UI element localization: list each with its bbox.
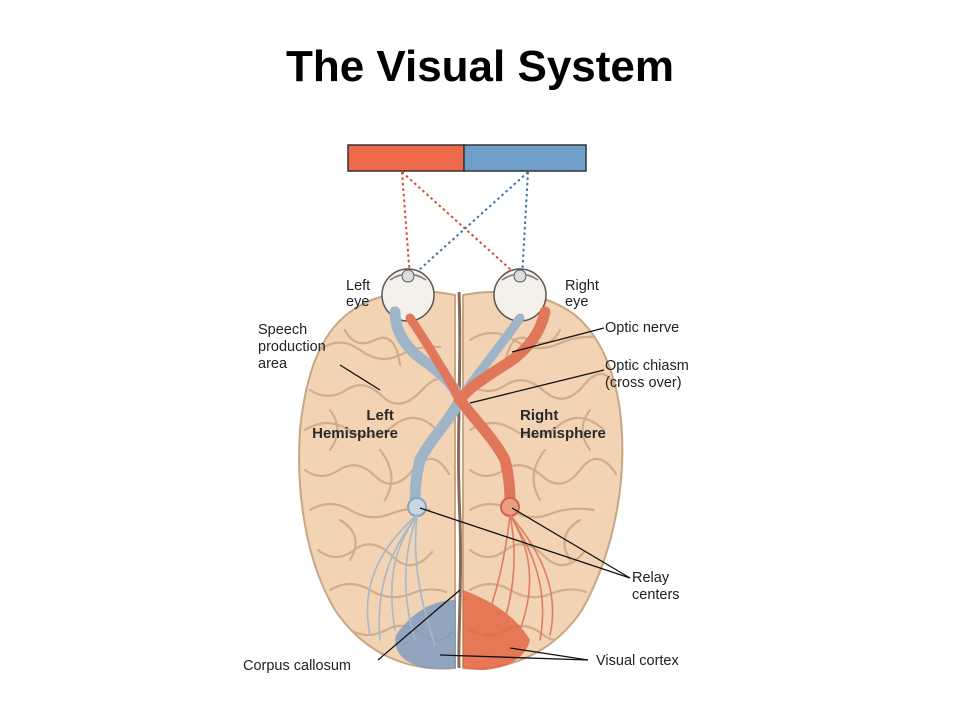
visual-field-bar	[348, 145, 586, 171]
optic-nerve-label: Optic nerve	[605, 320, 679, 336]
corpus-callosum-label: Corpus callosum	[243, 658, 351, 674]
optic-chiasm-label: Optic chiasm (cross over)	[605, 358, 693, 391]
projection-lines	[402, 172, 528, 278]
relay-centers-label: Relay centers	[632, 570, 680, 603]
longitudinal-fissure	[459, 292, 461, 668]
left-visual-field	[348, 145, 464, 171]
right-eye-label: Right eye	[565, 278, 603, 310]
right-eye	[494, 269, 546, 321]
visual-cortex-label: Visual cortex	[596, 653, 679, 669]
brain	[299, 291, 622, 670]
right-visual-field	[464, 145, 586, 171]
